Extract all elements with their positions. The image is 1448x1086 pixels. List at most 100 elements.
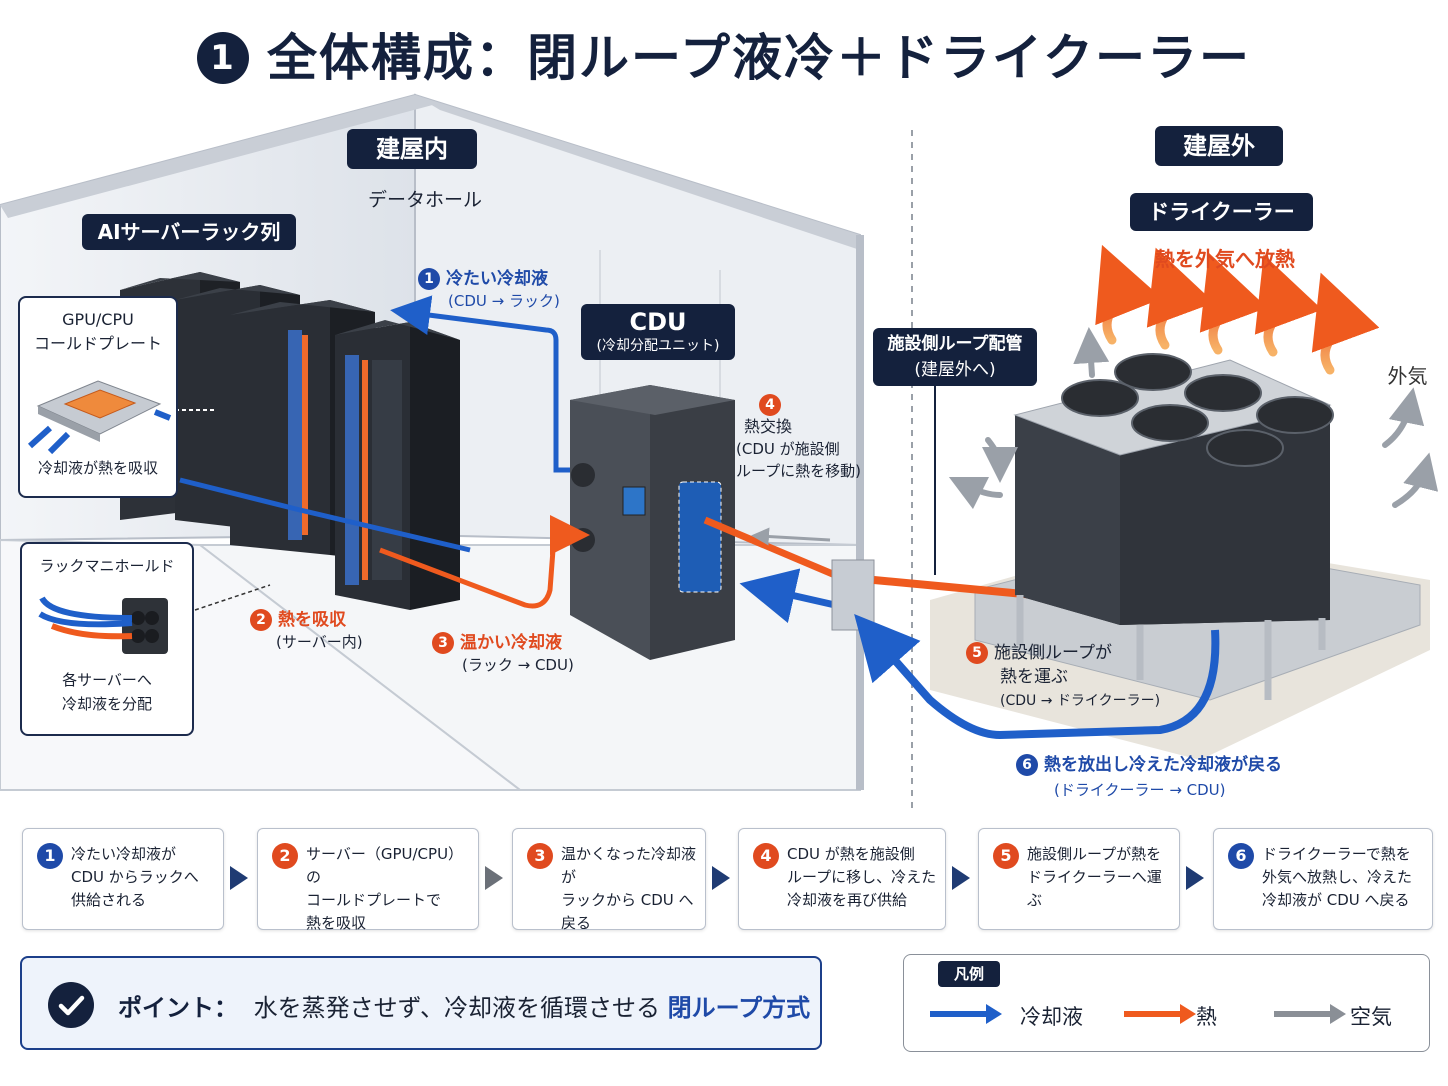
callout-4-sub1: (CDU が施設側 (736, 439, 840, 458)
point-label: ポイント： (118, 994, 238, 1022)
callout-1: 1 冷たい冷却液 (CDU → ラック) (418, 264, 588, 311)
legend-air-label: 空気 (1350, 1005, 1392, 1029)
callout-1-title: 冷たい冷却液 (446, 269, 548, 289)
legend-title: 凡例 (938, 961, 1000, 987)
step-card-2: 2 サーバー（GPU/CPU）の コールドプレートで 熱を吸収 (257, 828, 479, 932)
pipe-facility-cold-cdu (739, 568, 836, 624)
callout-1-badge: 1 (418, 268, 440, 290)
cdu-name: CDU (629, 308, 687, 336)
manifold-inset: ラックマニホールド 各サーバーへ 冷却液を分配 (20, 542, 194, 736)
callout-6-title: 熱を放出し冷えた冷却液が戻る (1044, 755, 1282, 775)
callout-3: 3 温かい冷却液 (ラック → CDU) (432, 628, 602, 675)
facility-pipe-line1: 施設側ループ配管 (887, 334, 1023, 354)
step-5-badge: 5 (993, 843, 1019, 869)
pipe-rack-manifold-cold (179, 477, 471, 553)
step-arrow-4 (952, 866, 970, 890)
step-card-6: 6 ドライクーラーで熱を 外気へ放熱し、冷えた 冷却液が CDU へ戻る (1213, 828, 1433, 930)
step-2-text: サーバー（GPU/CPU）の コールドプレートで 熱を吸収 (306, 845, 464, 932)
point-text: 水を蒸発させず、冷却液を循環させる (253, 994, 660, 1022)
callout-4-title: 熱交換 (744, 416, 793, 436)
rack-row-tag: AIサーバーラック列 (82, 214, 296, 250)
legend-heat-label: 熱 (1196, 1005, 1217, 1029)
cdu-cabinet (570, 385, 735, 660)
callout-5: 5 施設側ループが 熱を運ぶ (CDU → ドライクーラー) (966, 641, 1186, 713)
heat-release-arrows (1095, 244, 1380, 375)
callout-5-title1: 施設側ループが (994, 643, 1112, 663)
legend-heat-arrow (1124, 1004, 1196, 1024)
title-number-badge: 1 (197, 31, 249, 84)
heat-release-label: 熱を外気へ放熱 (1155, 247, 1295, 271)
step-card-4: 4 CDU が熱を施設側 ループに移し、冷えた 冷却液を再び供給 (738, 828, 946, 930)
callout-2-badge: 2 (250, 609, 272, 631)
wall-penetration (831, 559, 875, 631)
zone-inside-tag: 建屋内 (347, 129, 477, 169)
manifold-title: ラックマニホールド (39, 557, 175, 575)
step-6-badge: 6 (1228, 843, 1254, 869)
legend-air-arrow (1274, 1004, 1346, 1024)
callout-4-badge: 4 (759, 393, 781, 416)
step-arrow-5 (1186, 866, 1204, 890)
facility-pipe-tag: 施設側ループ配管 (建屋外へ) (873, 328, 1037, 386)
system-illustration (0, 93, 1439, 810)
callout-6-sub: (ドライクーラー → CDU) (1054, 781, 1226, 799)
server-racks (120, 272, 460, 610)
pipe-facility-cold-out (854, 614, 1220, 740)
outside-air-label: 外気 (1387, 364, 1428, 388)
flow-arrow-gray (751, 527, 831, 546)
callout-5-title2: 熱を運ぶ (1000, 667, 1068, 687)
coldplate-title-1: GPU/CPU (62, 310, 134, 329)
step-arrow-1 (230, 866, 248, 890)
check-icon (48, 982, 94, 1028)
callout-2: 2 熱を吸収 (サーバー内) (250, 605, 390, 652)
legend-coolant-arrow (930, 1004, 1002, 1024)
step-arrow-3 (712, 866, 730, 890)
step-arrow-2 (485, 866, 503, 890)
cdu-tag: CDU (冷却分配ユニット) (581, 304, 735, 360)
step-card-1: 1 冷たい冷却液が CDU からラックへ 供給される (22, 828, 224, 930)
point-box: ポイント： 水を蒸発させず、冷却液を循環させる 閉ループ方式 (20, 956, 822, 1050)
pipe-warm-return (379, 515, 590, 609)
callout-2-title: 熱を吸収 (278, 610, 346, 630)
manifold-caption-2: 冷却液を分配 (61, 695, 152, 713)
coldplate-caption: 冷却液が熱を吸収 (37, 459, 158, 477)
rack-4 (335, 320, 460, 610)
data-hall-label: データホール (367, 189, 482, 211)
callout-6: 6 熱を放出し冷えた冷却液が戻る (ドライクーラー → CDU) (1016, 753, 1336, 803)
facility-pipe-line2: (建屋外へ) (914, 360, 996, 380)
callout-3-badge: 3 (432, 632, 454, 654)
zone-outside-tag: 建屋外 (1155, 126, 1283, 166)
drycooler-tag: ドライクーラー (1130, 193, 1313, 231)
point-highlight: 閉ループ方式 (667, 994, 811, 1022)
step-3-badge: 3 (527, 843, 553, 869)
callout-4-sub2: ループに熱を移動) (736, 461, 861, 480)
callout-3-title: 温かい冷却液 (460, 633, 562, 653)
legend-coolant-label: 冷却液 (1020, 1005, 1083, 1029)
step-2-badge: 2 (272, 843, 298, 869)
air-flow-arrows (948, 327, 1439, 510)
legend-box: 凡例 冷却液 熱 空気 (903, 954, 1430, 1052)
coldplate-title-2: コールドプレート (33, 334, 162, 353)
step-4-text: CDU が熱を施設側 ループに移し、冷えた 冷却液を再び供給 (787, 845, 937, 909)
coldplate-illustration (27, 380, 172, 455)
step-1-badge: 1 (37, 843, 63, 869)
step-5-text: 施設側ループが熱を ドライクーラーへ運ぶ (1027, 845, 1162, 909)
cdu-subtitle: (冷却分配ユニット) (596, 338, 720, 354)
step-3-text: 温かくなった冷却液が ラックから CDU へ 戻る (561, 845, 697, 932)
step-1-text: 冷たい冷却液が CDU からラックへ 供給される (71, 845, 199, 909)
callout-2-sub: (サーバー内) (276, 633, 363, 651)
title-text: 全体構成：閉ループ液冷＋ドライクーラー (267, 29, 1251, 87)
coldplate-inset: GPU/CPU コールドプレート 冷却液が熱を吸収 (18, 296, 178, 498)
dry-cooler-unit (1013, 353, 1334, 700)
callout-1-sub: (CDU → ラック) (448, 292, 560, 310)
callout-5-sub: (CDU → ドライクーラー) (1000, 693, 1161, 709)
pipe-cold-supply (390, 295, 570, 473)
leader-manifold (194, 584, 271, 611)
page-title: 1 全体構成：閉ループ液冷＋ドライクーラー (0, 18, 1448, 90)
step-4-badge: 4 (753, 843, 779, 869)
callout-6-badge: 6 (1016, 754, 1038, 776)
step-card-3: 3 温かくなった冷却液が ラックから CDU へ 戻る (512, 828, 706, 932)
callout-3-sub: (ラック → CDU) (462, 656, 574, 674)
manifold-caption-1: 各サーバーへ (62, 671, 152, 689)
step-card-5: 5 施設側ループが熱を ドライクーラーへ運ぶ (978, 828, 1180, 930)
callout-5-badge: 5 (966, 642, 988, 664)
